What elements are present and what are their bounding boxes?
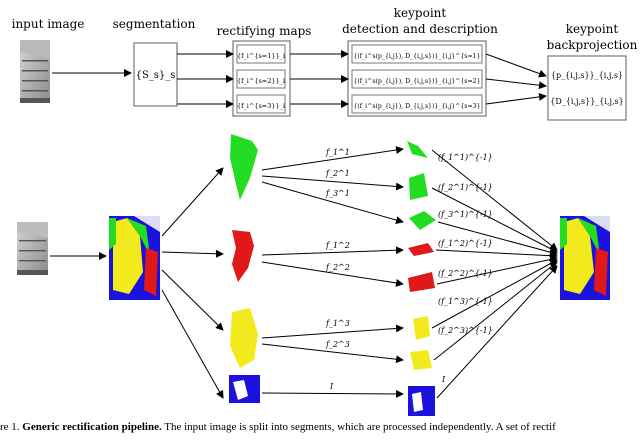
map-label-f31: f_3^1: [325, 189, 350, 198]
detection-s3: {(f_i^s(p_{i,j}), D_{i,j,s})}_{i,j}^{s=3…: [353, 103, 480, 110]
map-label-f23: f_2^3: [325, 340, 350, 349]
caption-prefix: re 1.: [0, 421, 23, 433]
rectifying-map-s1: {f_i^{s=1}}_i: [237, 52, 285, 60]
map-label-f12: f_1^2: [325, 241, 350, 250]
figure-caption: re 1. Generic rectification pipeline. Th…: [0, 421, 640, 444]
backprojection-label: backprojection: [547, 38, 638, 52]
bottom-left-arrows: [50, 167, 224, 399]
green-segment: [230, 134, 258, 200]
rectified-green-3: [409, 211, 436, 230]
inverse-label-f22: (f_2^2)^{-1}: [438, 269, 493, 278]
blue-segment: [229, 375, 260, 403]
inverse-label-identity: I: [441, 375, 446, 384]
inverse-label-f11: (f_1^1)^{-1}: [438, 153, 493, 162]
caption-title: Generic rectification pipeline.: [22, 421, 162, 433]
map-labels: f_1^1 f_2^1 f_3^1 f_1^2 f_2^2 f_1^3 f_2^…: [325, 148, 350, 391]
map-label-f11: f_1^1: [325, 148, 350, 157]
rectified-green-2: [409, 173, 428, 200]
inverse-label-f13: (f_1^3)^{-1}: [438, 297, 493, 306]
map-label-f22: f_2^2: [325, 263, 350, 272]
rectified-yellow-2: [410, 350, 432, 370]
rectified-green-1: [407, 141, 428, 158]
bottom-right-arrows: [431, 149, 558, 399]
bottom-input-image: [17, 222, 48, 275]
inverse-label-f23: (f_2^3)^{-1}: [438, 326, 493, 335]
input-image-label: input image: [12, 17, 85, 31]
rectified-red-1: [408, 243, 434, 256]
map-label-identity: I: [329, 382, 334, 391]
output-descriptors: {D_{i,j,s}}_{i,j,s}: [550, 97, 623, 106]
detection-s1: {(f_i^s(p_{i,j}), D_{i,j,s})}_{i,j}^{s=1…: [353, 53, 480, 60]
segmented-image: [109, 216, 160, 300]
backprojection-label-top: keypoint: [566, 22, 619, 36]
bottom-middle-arrows: [261, 146, 404, 398]
inverse-label-f31: (f_3^1)^{-1}: [438, 210, 493, 219]
rectifying-map-s3: {f_i^{s=3}}_i: [237, 102, 285, 110]
map-label-f13: f_1^3: [325, 319, 350, 328]
caption-text: The input image is split into segments, …: [161, 421, 556, 433]
keypoint-detection-box: {(f_i^s(p_{i,j}), D_{i,j,s})}_{i,j}^{s=1…: [347, 40, 487, 117]
output-segmented-image: [560, 216, 610, 300]
inverse-label-f12: (f_1^2)^{-1}: [438, 239, 493, 248]
inverse-map-labels: (f_1^1)^{-1} (f_2^1)^{-1} (f_3^1)^{-1} (…: [438, 153, 493, 384]
rectified-red-2: [408, 272, 435, 292]
detection-s2: {(f_i^s(p_{i,j}), D_{i,j,s})}_{i,j}^{s=2…: [353, 78, 480, 85]
input-image-thumbnail: [20, 40, 50, 103]
yellow-segment: [230, 308, 258, 368]
red-segment: [232, 230, 254, 282]
rectifying-maps-box: {f_i^{s=1}}_i {f_i^{s=2}}_i {f_i^{s=3}}_…: [232, 40, 291, 117]
inverse-label-f21: (f_2^1)^{-1}: [438, 183, 493, 192]
segmentation-label: segmentation: [113, 17, 196, 31]
top-arrows: [52, 50, 547, 108]
keypoint-label-top: keypoint: [394, 6, 447, 20]
rectifying-map-s2: {f_i^{s=2}}_i: [237, 77, 285, 85]
top-pipeline: input image segmentation rectifying maps…: [12, 6, 638, 121]
map-label-f21: f_2^1: [325, 169, 350, 178]
output-keypoints: {p_{i,j,s}}_{i,j,s}: [551, 71, 623, 80]
segmentation-box: {S_s}_s: [133, 42, 178, 107]
rectifying-maps-label: rectifying maps: [217, 24, 312, 38]
detection-description-label: detection and description: [342, 22, 498, 36]
rectified-blue: [408, 386, 435, 416]
rectified-yellow-1: [413, 316, 430, 340]
bottom-pipeline: f_1^1 f_2^1 f_3^1 f_1^2 f_2^2 f_1^3 f_2^…: [17, 134, 610, 416]
backprojection-box: {p_{i,j,s}}_{i,j,s} {D_{i,j,s}}_{i,j,s}: [547, 55, 627, 121]
segmentation-set: {S_s}_s: [136, 70, 176, 81]
